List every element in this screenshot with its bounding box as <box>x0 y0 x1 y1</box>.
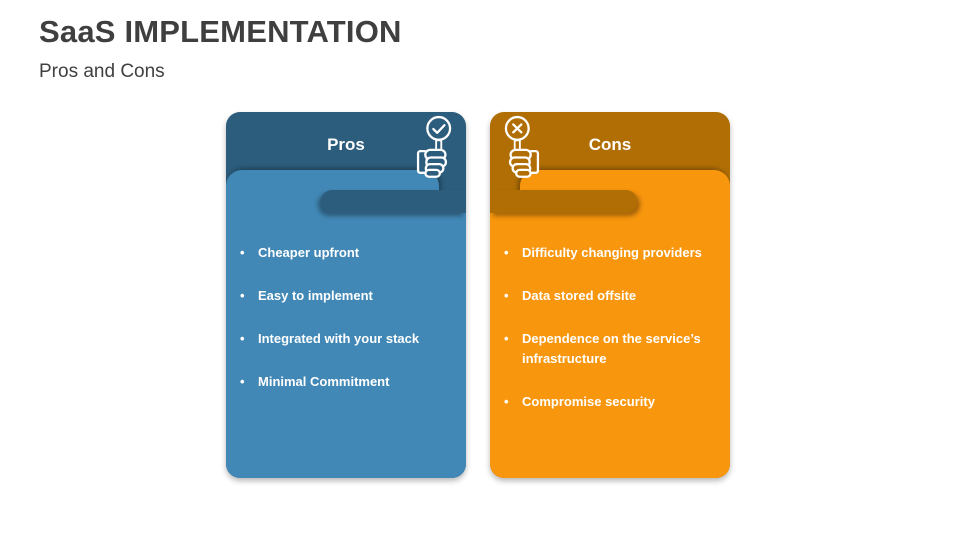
pros-item-text: Integrated with your stack <box>258 331 420 346</box>
bullet-icon <box>502 286 522 306</box>
pros-item-text: Cheaper upfront <box>258 245 360 260</box>
bullet-icon <box>238 243 258 263</box>
bullet-icon <box>502 392 522 412</box>
list-item: Data stored offsite <box>502 286 720 306</box>
list-item: Dependence on the service’s infrastructu… <box>502 329 720 369</box>
list-item: Cheaper upfront <box>238 243 456 263</box>
cons-item-text: Difficulty changing providers <box>522 245 702 260</box>
pros-list: Cheaper upfront Easy to implement Integr… <box>238 243 456 415</box>
bullet-icon <box>502 329 522 349</box>
cons-card-notch-shape <box>490 190 637 213</box>
list-item: Compromise security <box>502 392 720 412</box>
bullet-icon <box>238 372 258 392</box>
pros-card: Pros Cheaper upfront <box>226 112 466 478</box>
list-item: Easy to implement <box>238 286 456 306</box>
page-title: SaaS IMPLEMENTATION <box>39 14 402 49</box>
list-item: Difficulty changing providers <box>502 243 720 263</box>
pros-item-text: Minimal Commitment <box>258 374 390 389</box>
cons-card: Cons Diff <box>490 112 730 478</box>
pros-item-text: Easy to implement <box>258 288 373 303</box>
pros-card-body <box>226 212 466 478</box>
bullet-icon <box>238 329 258 349</box>
pros-card-notch-shape <box>321 190 466 213</box>
cons-list: Difficulty changing providers Data store… <box>502 243 720 435</box>
list-item: Integrated with your stack <box>238 329 456 349</box>
cons-item-text: Data stored offsite <box>522 288 637 303</box>
bullet-icon <box>502 243 522 263</box>
cons-item-text: Dependence on the service’s infrastructu… <box>522 331 701 366</box>
bullet-icon <box>238 286 258 306</box>
cons-item-text: Compromise security <box>522 394 655 409</box>
thumb-down-cross-icon <box>498 115 550 179</box>
pros-card-title: Pros <box>327 135 365 154</box>
thumb-up-check-icon <box>406 115 458 179</box>
list-item: Minimal Commitment <box>238 372 456 392</box>
page-subtitle: Pros and Cons <box>39 61 165 82</box>
cons-card-body <box>490 212 730 478</box>
cons-card-title: Cons <box>588 135 632 154</box>
